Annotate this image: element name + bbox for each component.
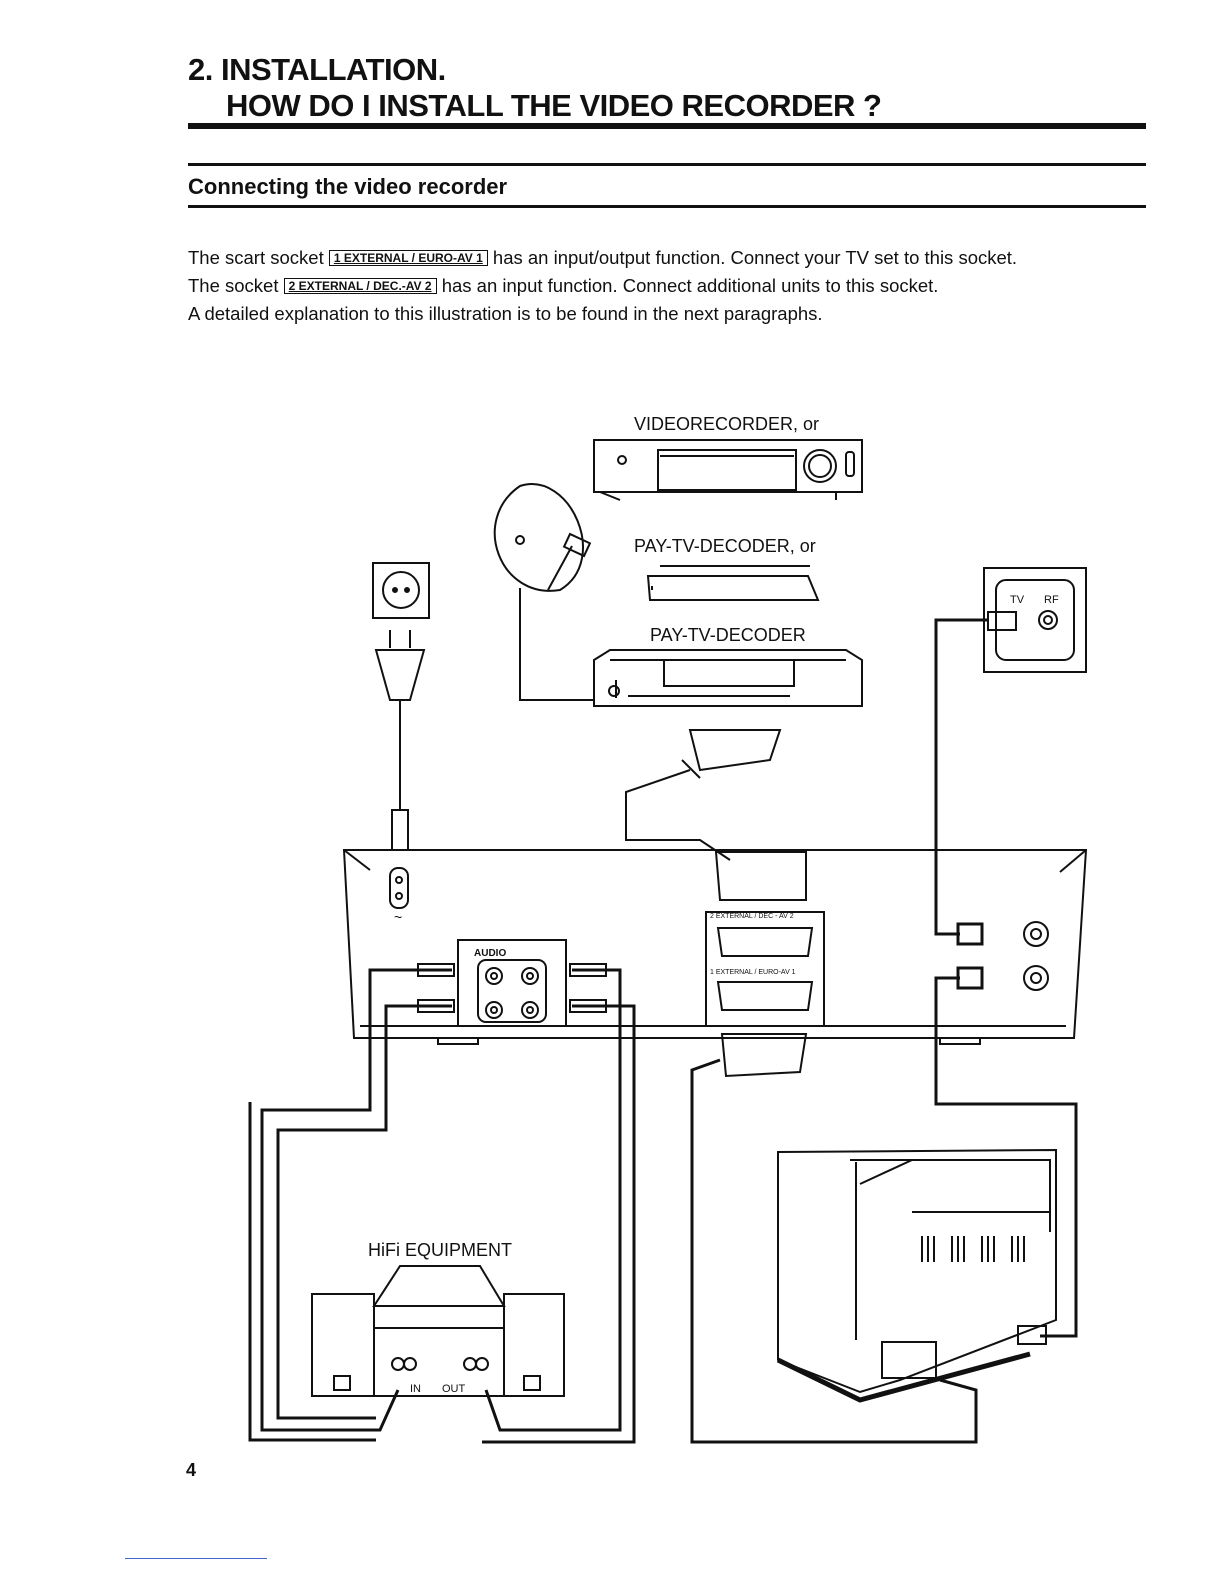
aerial-wall-socket-icon	[983, 567, 1087, 673]
label-hifi-out: OUT	[442, 1383, 466, 1395]
subsection-top-rule	[188, 163, 1146, 166]
rca-plugs	[417, 963, 607, 1013]
videorecorder-icon	[593, 439, 863, 501]
title-rule	[188, 123, 1146, 129]
satellite-dish-icon	[493, 483, 594, 701]
section-title: 2. INSTALLATION.	[188, 52, 446, 87]
label-hifi: HiFi EQUIPMENT	[368, 1240, 512, 1260]
scart-plug-upper-icon	[625, 729, 807, 901]
hifi-equipment-icon	[311, 1265, 565, 1397]
subsection-title: Connecting the video recorder	[188, 174, 508, 199]
subsection-bottom-rule	[188, 205, 1146, 208]
label-paytv: PAY-TV-DECODER	[650, 625, 806, 645]
label-paytv-or: PAY-TV-DECODER, or	[634, 536, 816, 556]
label-scart2: 2 EXTERNAL / DEC - AV 2	[710, 913, 794, 920]
label-videorecorder: VIDEORECORDER, or	[634, 414, 819, 434]
line2-post: has an input function. Connect additiona…	[441, 275, 939, 296]
tv-vent-slots	[921, 1236, 1025, 1262]
label-hifi-in: IN	[410, 1383, 421, 1395]
scart1-tag: 1 EXTERNAL / EURO-AV 1	[328, 250, 488, 266]
line2-pre: The socket	[188, 275, 279, 296]
rf-cables	[934, 618, 1078, 1338]
footer-line	[125, 1558, 267, 1559]
audio-cables	[248, 968, 636, 1444]
label-tv-socket: TV	[1010, 594, 1025, 606]
tv-set-icon	[776, 1148, 1057, 1403]
label-audio: AUDIO	[474, 948, 506, 959]
label-mains-tilde: ~	[394, 909, 402, 925]
body-line-1: The scart socket 1 EXTERNAL / EURO-AV 1 …	[188, 244, 1017, 272]
label-scart1: 1 EXTERNAL / EURO-AV 1	[710, 969, 796, 976]
small-decoder-icon	[646, 565, 820, 601]
scart-plug-lower-icon	[690, 1033, 978, 1444]
line1-pre: The scart socket	[188, 247, 324, 268]
wall-socket-icon	[372, 562, 430, 619]
page-title: HOW DO I INSTALL THE VIDEO RECORDER ?	[226, 88, 882, 123]
vcr-rear-panel	[342, 849, 1088, 1045]
line1-post: has an input/output function. Connect yo…	[492, 247, 1018, 268]
mains-plug-icon	[374, 630, 426, 851]
body-line-3: A detailed explanation to this illustrat…	[188, 303, 823, 324]
body-line-2: The socket 2 EXTERNAL / DEC.-AV 2 has an…	[188, 272, 938, 300]
paytv-decoder-icon	[593, 649, 863, 707]
label-rf-socket: RF	[1044, 594, 1059, 606]
page-number: 4	[186, 1460, 197, 1480]
scart2-tag: 2 EXTERNAL / DEC.-AV 2	[283, 278, 437, 294]
